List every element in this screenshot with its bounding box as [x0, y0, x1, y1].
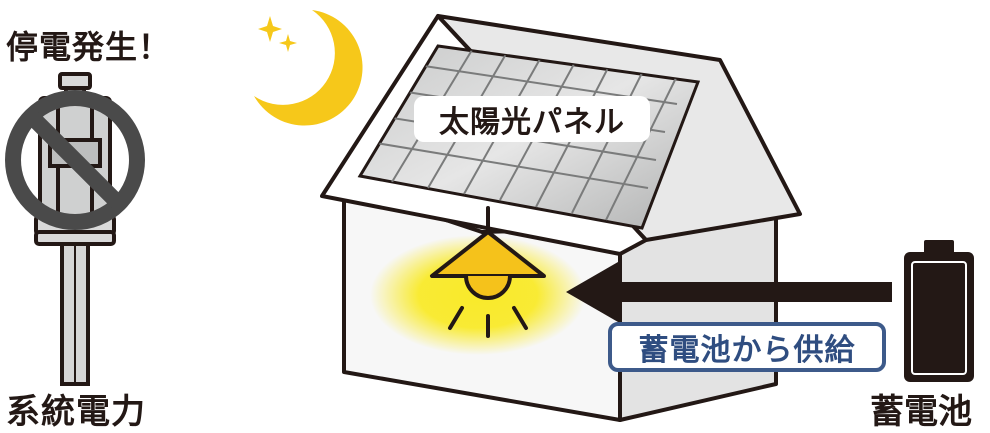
arrow-icon [566, 262, 892, 322]
battery-label: 蓄電池 [870, 392, 972, 432]
star-icon [258, 16, 297, 52]
solar-panel-label-box: 太陽光パネル [414, 96, 650, 142]
lamp-icon [430, 206, 546, 338]
outage-label: 停電発生！ [6, 28, 172, 66]
battery-icon [904, 240, 974, 382]
grid-power-label: 系統電力 [6, 392, 146, 432]
battery-supply-box: 蓄電池から供給 [608, 322, 886, 372]
prohibited-icon [5, 90, 145, 230]
moon-icon [254, 10, 363, 126]
solar-panel-label: 太陽光パネル [439, 105, 625, 140]
battery-supply-label: 蓄電池から供給 [638, 333, 856, 368]
